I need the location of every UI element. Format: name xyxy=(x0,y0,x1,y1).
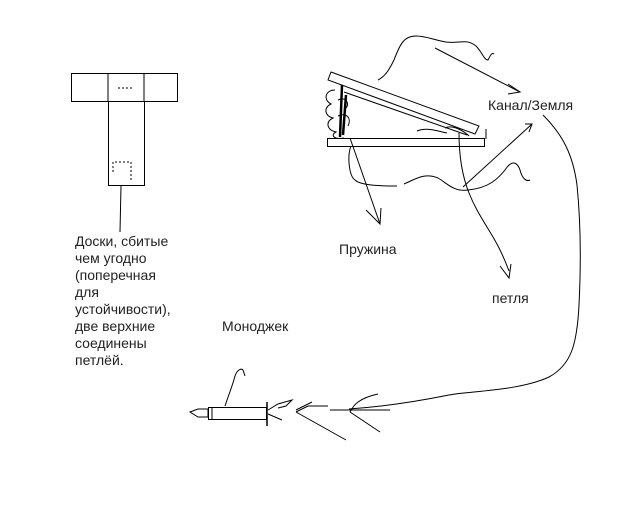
note-line: Доски, сбитые xyxy=(75,233,169,249)
top-board xyxy=(327,71,480,135)
top-crossbar xyxy=(71,73,178,102)
note-line: (поперечная xyxy=(75,267,156,283)
pedal-sideview xyxy=(325,71,487,147)
note-line: петлёй. xyxy=(75,352,124,368)
contact-scribble xyxy=(416,126,470,137)
boards-note: Доски, сбитые чем угодно (поперечная для… xyxy=(75,233,171,369)
spring-arrow xyxy=(349,137,381,225)
note-line: две верхние xyxy=(75,318,156,334)
hinge-arrow xyxy=(458,132,510,272)
vertical-board xyxy=(108,101,145,186)
note-line: для xyxy=(75,284,99,300)
base-board xyxy=(327,138,485,147)
note-line: чем угодно xyxy=(75,250,147,266)
note-pointer-line xyxy=(119,185,122,233)
channel-ground-label: Канал/Земля xyxy=(488,97,574,113)
channel-arrow-bottom xyxy=(462,123,533,188)
cable-scribble xyxy=(348,35,531,191)
note-line: устойчивости), xyxy=(75,301,171,317)
mono-jack xyxy=(188,368,390,441)
channel-arrow-top xyxy=(434,47,521,93)
hinge-arrowhead xyxy=(499,263,512,280)
hinge-mark-bottom xyxy=(112,161,132,182)
spring-core xyxy=(338,84,348,138)
spring-arrowhead xyxy=(365,207,382,226)
hinge-label: петля xyxy=(492,290,529,306)
long-cable xyxy=(348,114,581,410)
note-line: соединены xyxy=(75,335,147,351)
spring-label: Пружина xyxy=(339,241,397,257)
mono-jack-label: Моноджек xyxy=(222,318,289,334)
t-board-stand xyxy=(71,73,178,233)
